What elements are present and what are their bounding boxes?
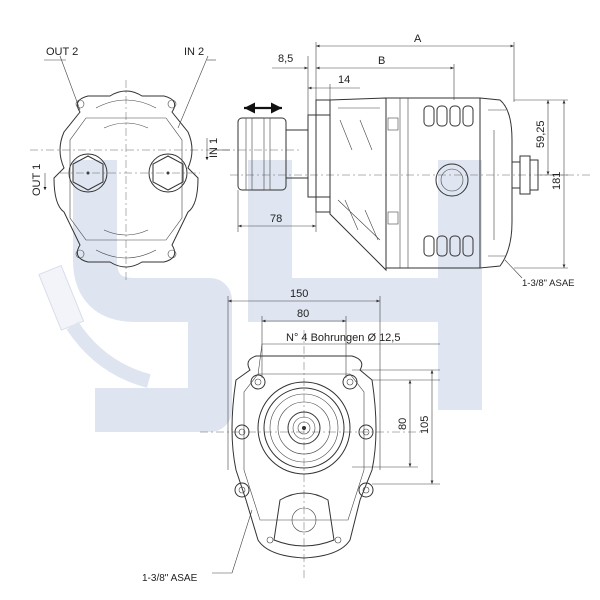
dim-b: B: [378, 55, 385, 67]
flange-dimensions: [227, 296, 440, 485]
dim-14: 14: [338, 74, 350, 86]
dim-80-horizontal: 80: [297, 308, 309, 320]
end-view: [30, 55, 300, 280]
watermark-logo: [38, 160, 482, 432]
label-in1: IN 1: [208, 138, 220, 158]
label-bore-holes: N° 4 Bohrungen Ø 12,5: [286, 332, 400, 344]
label-out1: OUT 1: [31, 164, 43, 196]
label-out2: OUT 2: [46, 46, 78, 58]
flange-view: [200, 330, 420, 580]
dim-a: A: [414, 33, 422, 45]
side-view-dimensions: [237, 42, 568, 279]
label-in2: IN 2: [184, 46, 204, 58]
dim-78: 78: [270, 213, 282, 225]
dim-80-vertical: 80: [397, 418, 409, 430]
dim-181: 181: [551, 172, 563, 190]
dim-105: 105: [419, 416, 431, 434]
label-port-side: 1-3/8" ASAE: [522, 278, 575, 289]
dim-59-25: 59,25: [535, 120, 547, 148]
dim-150: 150: [290, 288, 308, 300]
dim-8-5: 8,5: [278, 53, 293, 65]
label-port-flange: 1-3/8" ASAE: [142, 573, 198, 584]
side-view: [230, 97, 590, 272]
